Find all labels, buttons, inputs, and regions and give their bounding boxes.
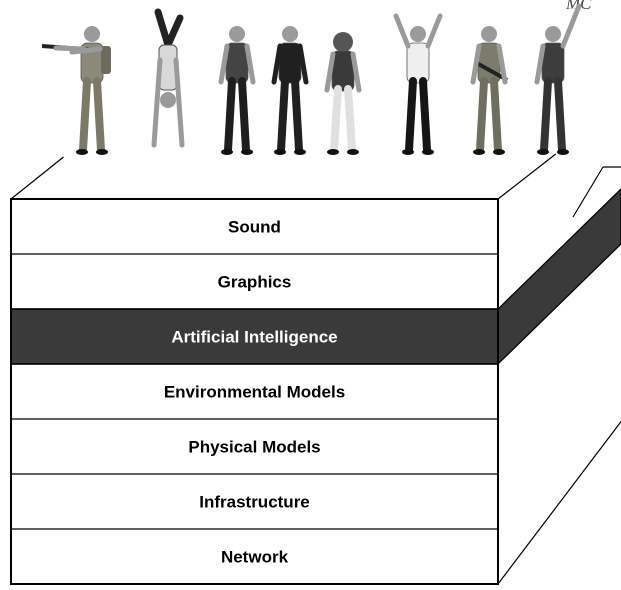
stack-box-outline	[10, 153, 621, 585]
layer-row: Artificial Intelligence	[10, 188, 621, 366]
layer-label: Artificial Intelligence	[171, 328, 337, 347]
layer-label: Sound	[228, 218, 281, 237]
layer-row: Sound	[228, 218, 281, 237]
armed-soldier-figure	[470, 26, 508, 155]
dancer-figure	[393, 13, 443, 155]
businessman-figure	[271, 26, 309, 155]
layer-label: Infrastructure	[199, 493, 310, 512]
top-right-edge	[497, 153, 557, 200]
layer-row: Physical Models	[11, 418, 498, 457]
layer-highlight-band	[10, 308, 499, 365]
waving-man-figure	[534, 3, 582, 155]
layer-row: Infrastructure	[11, 473, 498, 512]
layer-label: Graphics	[218, 273, 292, 292]
figures-row	[41, 3, 582, 155]
layer-label: Network	[221, 548, 289, 567]
layer-label: Environmental Models	[164, 383, 345, 402]
layer-row: Network	[11, 528, 498, 567]
bottom-right-edge	[497, 420, 621, 585]
back-diag-edge	[572, 166, 604, 218]
handstand-figure	[151, 8, 185, 148]
football-player-figure	[324, 32, 362, 155]
woman-figure	[218, 26, 256, 155]
layer-row: Environmental Models	[11, 363, 498, 402]
layer-highlight-side	[497, 188, 621, 366]
layer-label: Physical Models	[188, 438, 320, 457]
front-face-outline	[10, 198, 499, 585]
layer-row: Graphics	[11, 253, 498, 292]
soldier-with-rifle-figure	[41, 26, 111, 155]
top-left-edge	[10, 156, 64, 200]
